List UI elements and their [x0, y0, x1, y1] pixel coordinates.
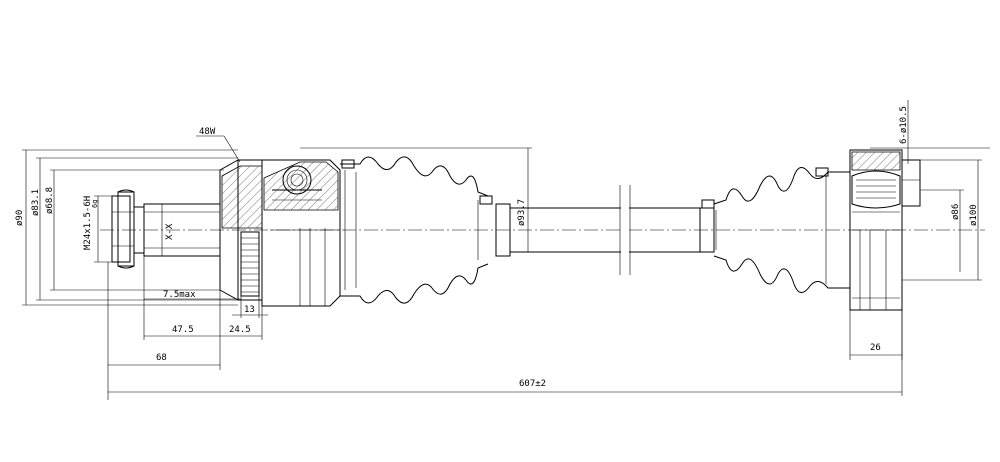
- dim-47-5: 47.5: [172, 325, 194, 335]
- axle-nut: [111, 189, 135, 269]
- section-label: X-X: [165, 223, 175, 240]
- dim-d100: ø100: [969, 204, 979, 226]
- dim-thread-sub: 6g: [91, 200, 99, 208]
- dim-d86: ø86: [951, 204, 961, 220]
- left-dimension-lines: [22, 149, 238, 306]
- dim-7-5max-line: [143, 256, 241, 340]
- dim-thread: M24x1.5-6H: [83, 196, 93, 250]
- dim-26-line: [849, 310, 903, 360]
- dim-24-5: 24.5: [229, 325, 251, 335]
- dim-d86-line: [920, 189, 964, 272]
- weld-label: 48W: [199, 127, 216, 137]
- dim-d83-1: ø83.1: [31, 189, 41, 216]
- inner-joint-housing: [840, 149, 921, 311]
- outer-boot: [340, 156, 511, 304]
- dim-d93-7-line: [300, 147, 532, 252]
- inner-boot: [699, 167, 840, 293]
- dim-total: 607±2: [519, 379, 546, 389]
- dim-d68-8: ø68.8: [45, 187, 55, 214]
- dim-47-5-line: [144, 256, 263, 370]
- shaft: [510, 185, 700, 275]
- outer-cv-joint: [219, 159, 341, 307]
- dim-d93-7: ø93.7: [517, 199, 527, 226]
- dim-7-5max: 7.5max: [163, 290, 196, 300]
- dim-68-line: [107, 262, 220, 400]
- weld-leader: [196, 135, 241, 163]
- dim-d90: ø90: [15, 210, 25, 226]
- dim-holes-line: [870, 100, 990, 164]
- dim-d100-line: [902, 159, 982, 281]
- dim-68: 68: [156, 353, 167, 363]
- dim-holes: 6-ø10.5: [899, 106, 909, 144]
- dim-26: 26: [870, 343, 881, 353]
- dim-13: 13: [244, 305, 255, 315]
- dim-total-line: [108, 310, 903, 396]
